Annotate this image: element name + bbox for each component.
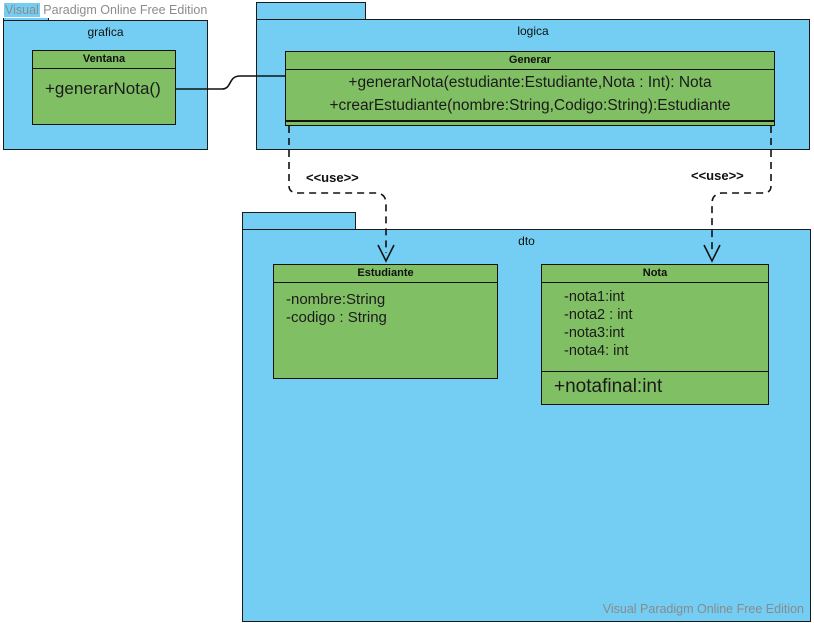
class-ventana[interactable]: Ventana +generarNota() [32,50,176,125]
class-header-estudiante: Estudiante [274,265,497,283]
class-attributes-estudiante: -nombre:String -codigo : String [274,283,497,378]
class-estudiante[interactable]: Estudiante -nombre:String -codigo : Stri… [273,264,498,379]
class-member: +crearEstudiante(nombre:String,Codigo:St… [329,97,731,114]
watermark-first-word: Visual [4,3,40,17]
class-member: -nota3:int [564,325,625,341]
class-name-nota: Nota [636,267,674,279]
class-name-ventana: Ventana [76,53,132,65]
class-member: +notafinal:int [554,376,663,397]
class-member: +generarNota(estudiante:Estudiante,Nota … [348,74,712,91]
class-operations-ventana: +generarNota() [33,69,175,124]
class-header-ventana: Ventana [33,51,175,69]
watermark-rest: Paradigm Online Free Edition [39,3,208,17]
class-header-generar: Generar [286,52,774,70]
class-operations-nota: +notafinal:int [542,372,768,404]
class-member: -nota4: int [564,343,629,359]
class-nota[interactable]: Nota -nota1:int -nota2 : int -nota3:int … [541,264,769,405]
class-member: -codigo : String [286,309,387,326]
package-label-logica: logica [517,24,549,38]
dependency-label-estudiante: <<use>> [306,170,359,185]
class-name-generar: Generar [502,54,558,66]
class-operations-generar: +generarNota(estudiante:Estudiante,Nota … [286,70,774,120]
package-label-grafica: grafica [87,25,124,39]
package-label-dto: dto [518,234,535,248]
class-compartment-empty [286,120,774,125]
class-header-nota: Nota [542,265,768,283]
package-tab-logica[interactable] [256,2,366,20]
class-member: -nombre:String [286,291,386,308]
watermark-bottom: Visual Paradigm Online Free Edition [602,602,804,616]
package-tab-dto[interactable] [242,212,356,230]
class-generar[interactable]: Generar +generarNota(estudiante:Estudian… [285,51,775,126]
class-member: -nota2 : int [564,307,633,323]
dependency-label-nota: <<use>> [691,168,744,183]
class-name-estudiante: Estudiante [351,267,420,279]
class-member: +generarNota() [45,79,161,98]
class-member: -nota1:int [564,289,625,305]
watermark-top: Visual Paradigm Online Free Edition [3,3,209,18]
class-attributes-nota: -nota1:int -nota2 : int -nota3:int -nota… [542,283,768,372]
